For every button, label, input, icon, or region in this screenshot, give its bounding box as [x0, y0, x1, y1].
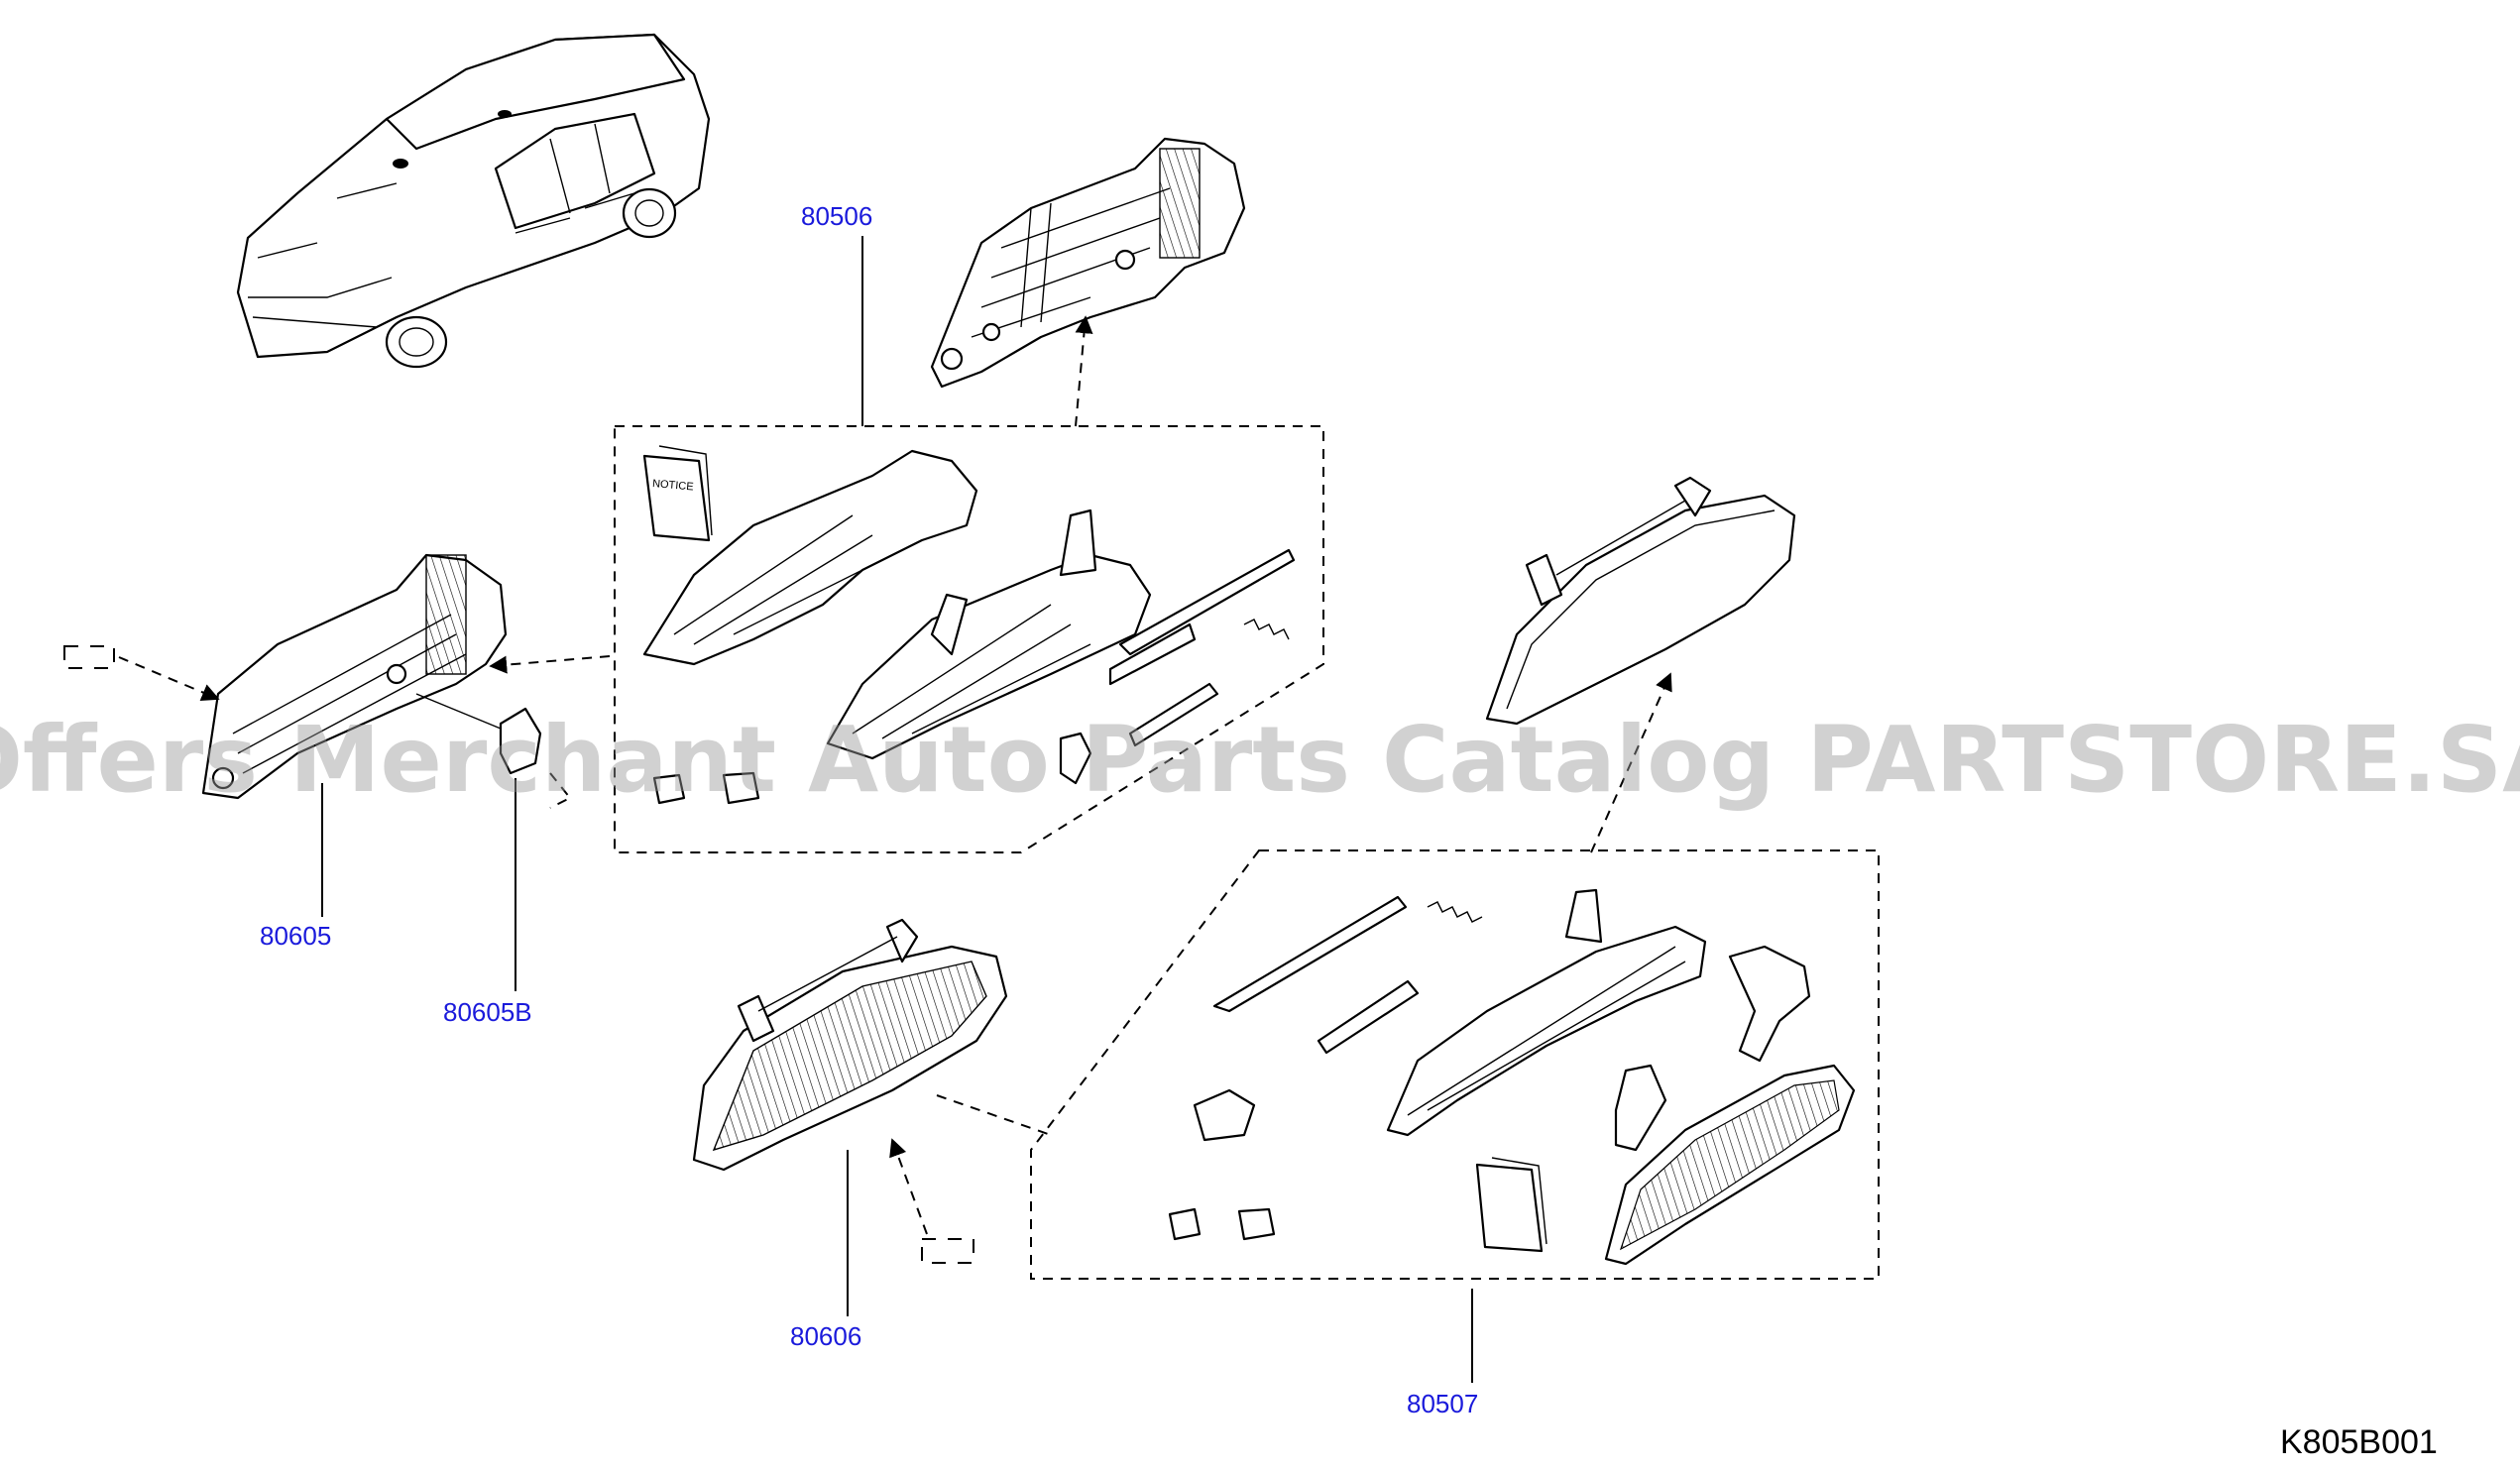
arrow-ref-bottom — [889, 1138, 928, 1235]
ref-bracket-bottom — [921, 1238, 974, 1264]
car-illustration — [236, 33, 711, 369]
watermark-text: Offers Merchant Auto Parts Catalog PARTS… — [0, 707, 2520, 813]
part-80605B-clip[interactable] — [415, 693, 542, 775]
part-80506-assembly[interactable] — [930, 137, 1246, 389]
svg-text:NOTICE: NOTICE — [652, 478, 694, 494]
callout-80507[interactable]: 80507 — [1407, 1389, 1478, 1418]
ref-bracket-left — [63, 645, 115, 669]
part-80606-handle[interactable] — [692, 918, 1008, 1172]
outer-handle-right[interactable] — [1485, 476, 1796, 726]
arrow-ref-left — [118, 656, 220, 702]
notice-booklet-icon: NOTICE — [642, 445, 713, 542]
arrow-80506-lock — [1075, 315, 1093, 427]
arrow-kit-to-80605 — [489, 655, 611, 674]
part-80605-lock[interactable] — [201, 553, 508, 800]
kit-80506-contents: NOTICE — [642, 445, 1296, 805]
drawing-code: K805B001 — [2280, 1423, 2438, 1461]
callout-80605B[interactable]: 80605B — [443, 997, 532, 1027]
callout-80605[interactable]: 80605 — [260, 921, 331, 951]
kit-box-80506 — [614, 425, 1324, 853]
callout-80506[interactable]: 80506 — [801, 201, 872, 231]
link-80606-kit — [936, 1094, 1052, 1136]
notice-booklet-icon-2 — [1475, 1157, 1547, 1253]
kit-80507-contents — [1168, 888, 1856, 1266]
callout-80606[interactable]: 80606 — [790, 1321, 861, 1351]
kit-box-80507 — [1030, 849, 1880, 1280]
arrow-handle-right — [1590, 672, 1672, 853]
